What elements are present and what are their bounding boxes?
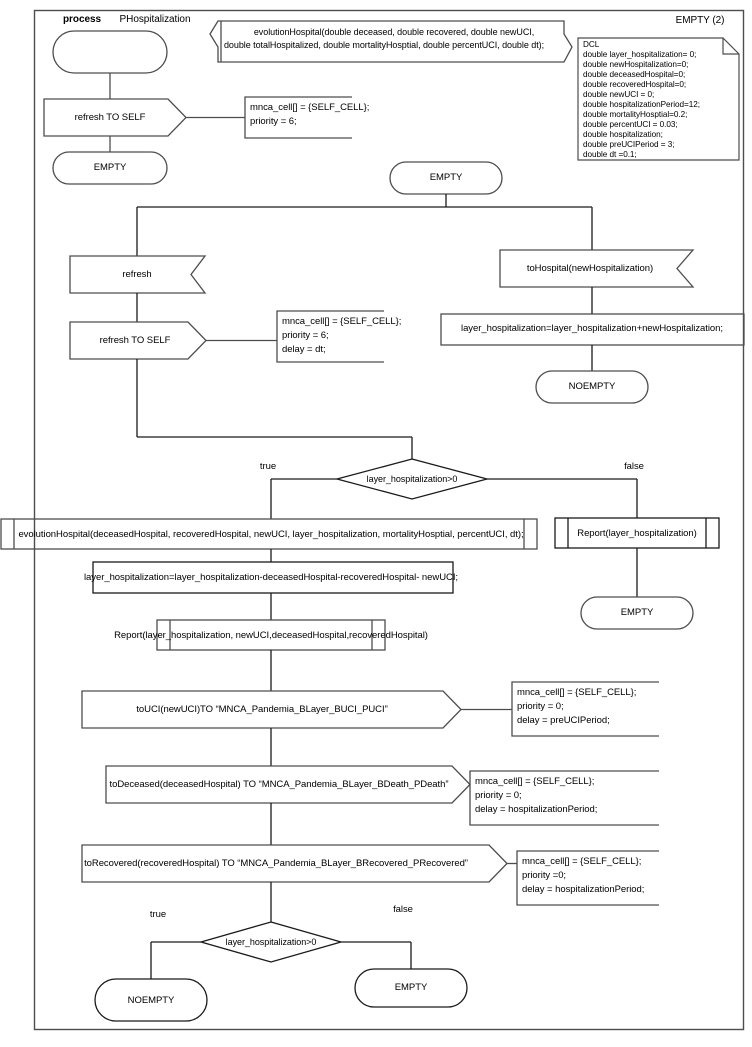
input-refresh-label: refresh [122, 269, 152, 280]
input-to-hospital-shape [499, 249, 695, 288]
declaration-note-fold [722, 38, 739, 55]
comment-4-line-2: delay = hospitalizationPeriod; [475, 804, 598, 815]
output-refresh-self-mid-shape [69, 321, 207, 360]
decision-bottom-label: layer_hospitalization>0 [225, 937, 317, 947]
task-subtract-label: layer_hospitalization=layer_hospitalizat… [83, 572, 459, 583]
declaration-line-3: double recoveredHospital=0; [583, 80, 687, 89]
state-noempty-right-shape [535, 370, 649, 404]
declaration-line-8: double hospitalization; [583, 130, 663, 139]
declaration-line-0: double layer_hospitalization= 0; [583, 50, 697, 59]
declaration-line-6: double mortalityHosptial=0.2; [583, 110, 688, 119]
declaration-line-9: double preUCIPeriod = 3; [583, 140, 675, 149]
comment-4-line-0: mnca_cell[] = {SELF_CELL}; [475, 776, 595, 787]
call-evolution-shape [0, 518, 538, 550]
declaration-line-2: double deceasedHospital=0; [583, 70, 686, 79]
frame-label-process: process [62, 14, 102, 25]
decision-top-label: layer_hospitalization>0 [366, 474, 458, 484]
start-state-shape [52, 30, 168, 74]
state-noempty-bottom-shape [94, 978, 208, 1022]
comment-5-line-1: priority =0; [522, 870, 567, 881]
declaration-line-5: double hospitalizationPeriod=12; [583, 100, 700, 109]
output-refresh-self-top-label: refresh TO SELF [74, 112, 146, 123]
state-empty-top-label: EMPTY [93, 162, 127, 173]
output-to-deceased-shape [105, 765, 471, 804]
branch-label-top-true: true [259, 461, 277, 472]
state-empty-bottom-label: EMPTY [394, 982, 428, 993]
output-to-recovered-shape [81, 844, 508, 883]
state-empty-mid-label: EMPTY [429, 172, 463, 183]
output-to-uci-label: toUCI(newUCI)TO “MNCA_Pandemia_BLayer_BU… [136, 704, 388, 715]
branch-label-top-false: false [624, 461, 644, 472]
comment-box-2 [276, 310, 384, 363]
call-evolution-label: evolutionHospital(deceasedHospital, reco… [18, 529, 524, 540]
comment-2-line-2: delay = dt; [282, 344, 326, 355]
comment-2-line-0: mnca_cell[] = {SELF_CELL}; [282, 316, 402, 327]
decision-bottom-shape [198, 921, 344, 963]
declaration-line-10: double dt =0.1; [583, 150, 637, 159]
comment-5-line-2: delay = hospitalizationPeriod; [522, 884, 645, 895]
declaration-line-1: double newHospitalization=0; [583, 60, 689, 69]
comment-2-line-1: priority = 6; [282, 330, 329, 341]
declaration-line-7: double percentUCI = 0.03; [583, 120, 678, 129]
state-empty-bottom-shape [354, 968, 468, 1008]
comment-box-5 [516, 850, 659, 906]
comment-1-line-1: priority = 6; [250, 116, 297, 127]
call-report-full-label: Report(layer_hospitalization, newUCI,dec… [114, 630, 428, 641]
declaration-title: DCL [583, 40, 600, 49]
state-empty-false-label: EMPTY [620, 607, 654, 618]
output-refresh-self-top-shape [43, 98, 187, 137]
output-to-uci-shape [81, 690, 462, 729]
task-subtract-shape [92, 561, 454, 594]
call-report-short-label: Report(layer_hospitalization) [577, 528, 697, 539]
output-to-recovered-label: toRecovered(recoveredHospital) TO “MNCA_… [84, 858, 468, 869]
comment-3-line-0: mnca_cell[] = {SELF_CELL}; [517, 687, 637, 698]
procedure-signature-shape [209, 20, 573, 63]
declaration-line-4: double newUCI = 0; [583, 90, 655, 99]
comment-4-line-1: priority = 0; [475, 790, 522, 801]
procedure-signature-line2: double totalHospitalized, double mortali… [223, 40, 545, 50]
process-frame [33, 9, 745, 1031]
decision-top-shape [334, 458, 490, 500]
page-label: EMPTY (2) [675, 15, 725, 26]
comment-3-line-1: priority = 0; [517, 701, 564, 712]
branch-label-bottom-true: true [149, 909, 167, 920]
comment-box-3 [511, 681, 659, 737]
frame-label-instance: PHospitalization [119, 14, 191, 25]
branch-label-bottom-false: false [393, 904, 413, 915]
output-to-deceased-label: toDeceased(deceasedHospital) TO “MNCA_Pa… [109, 779, 449, 790]
procedure-signature-line1: evolutionHospital(double deceased, doubl… [253, 27, 535, 37]
task-add-hospitalization-label: layer_hospitalization=layer_hospitalizat… [461, 323, 723, 334]
declaration-note-shape [577, 37, 740, 161]
comment-1-line-0: mnca_cell[] = {SELF_CELL}; [250, 102, 370, 113]
output-refresh-self-mid-label: refresh TO SELF [99, 335, 171, 346]
state-empty-false-shape [580, 596, 694, 630]
input-refresh-shape [69, 255, 207, 294]
comment-5-line-0: mnca_cell[] = {SELF_CELL}; [522, 856, 642, 867]
input-to-hospital-label: toHospital(newHospitalization) [526, 263, 654, 274]
state-noempty-right-label: NOEMPTY [568, 381, 616, 392]
comment-box-1 [244, 96, 352, 139]
state-empty-top-shape [52, 151, 168, 185]
comment-box-4 [469, 770, 659, 826]
comment-3-line-2: delay = preUCIPeriod; [517, 715, 610, 726]
state-noempty-bottom-label: NOEMPTY [127, 995, 175, 1006]
